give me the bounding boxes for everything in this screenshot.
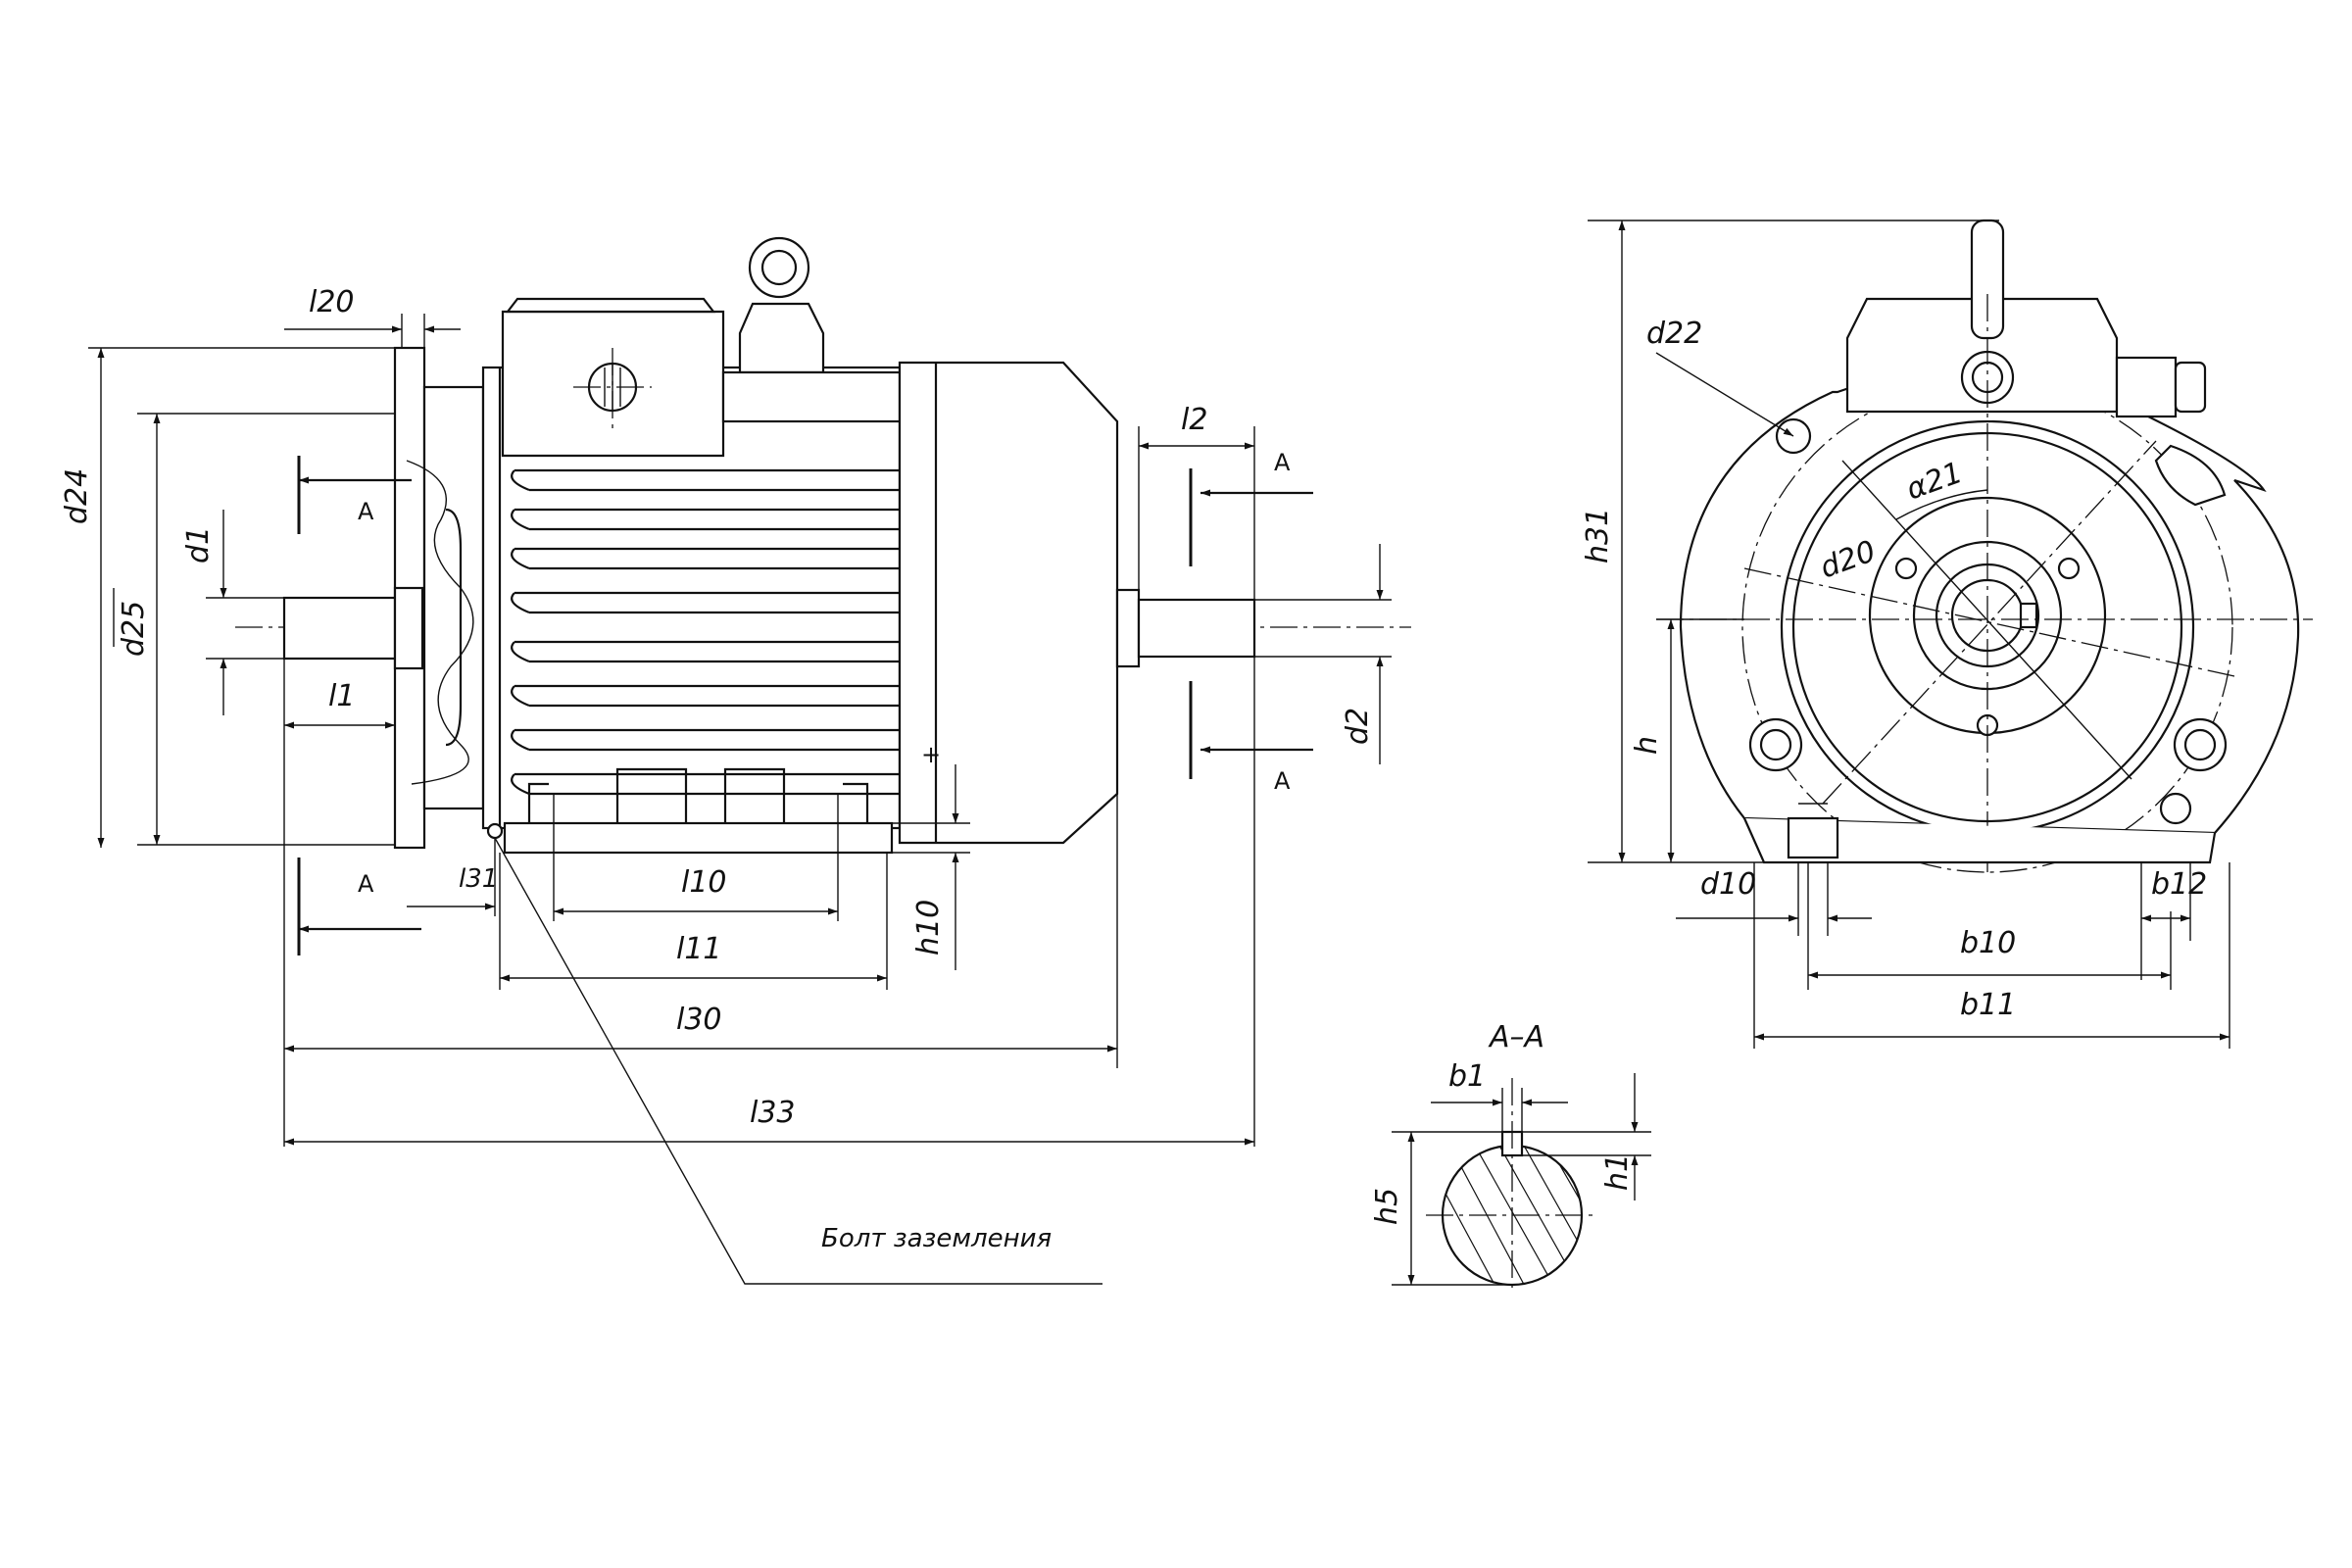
break-line (406, 460, 474, 785)
left-shaft-collar (393, 586, 424, 670)
label-d22: d22 (1646, 317, 1702, 351)
dim-h (1656, 618, 1744, 862)
label-l10: l10 (681, 865, 727, 900)
label-l1: l1 (328, 679, 355, 713)
section-mark-a1: A (358, 498, 374, 525)
dim-l11 (499, 853, 888, 990)
left-shaft (282, 596, 397, 661)
label-b11: b11 (1960, 988, 2016, 1022)
right-shaft (1137, 598, 1256, 659)
dim-b11 (1753, 862, 2230, 1049)
label-d1: d1 (181, 526, 216, 564)
label-h1: h1 (1600, 1153, 1635, 1191)
section-mark-a4: A (1274, 767, 1291, 795)
housing-top-plate (721, 370, 902, 423)
side-gland (2115, 356, 2178, 418)
dim-l2 (1138, 426, 1255, 1147)
section-a-a: A–A b1 h5 (1370, 1020, 1651, 1294)
dim-h5 (1392, 1131, 1512, 1286)
dim-b10 (1807, 862, 2172, 990)
foot-base (503, 821, 894, 855)
label-h10: h10 (911, 900, 946, 956)
bolt-circle (1741, 381, 2233, 873)
label-l30: l30 (676, 1003, 722, 1037)
hub-bolt-1 (1894, 557, 1918, 580)
dim-d25 (137, 413, 395, 846)
label-l31: l31 (459, 864, 498, 894)
dim-d1 (206, 510, 284, 715)
label-h: h (1630, 736, 1664, 755)
label-l11: l11 (676, 932, 722, 966)
dim-h31 (1588, 220, 1999, 863)
label-h31: h31 (1581, 508, 1615, 564)
hub-bolt-2 (2057, 557, 2081, 580)
dim-d2 (1254, 544, 1392, 764)
section-mark-a2: A (358, 870, 374, 898)
right-shaft-collar (1115, 588, 1141, 668)
leader-d20 (1841, 460, 2132, 780)
dim-l1 (283, 659, 395, 1147)
dim-d10 (1676, 862, 1872, 936)
cooling-fins (511, 468, 900, 796)
bearing-cap (445, 508, 463, 747)
label-l2: l2 (1181, 403, 1207, 437)
label-ground-bolt: Болт заземления (821, 1224, 1052, 1253)
section-mark-a3: A (1274, 449, 1291, 476)
label-l20: l20 (309, 285, 355, 319)
angle-a21 (1895, 489, 1988, 520)
bearing-shield (422, 385, 485, 810)
label-d2: d2 (1341, 708, 1375, 745)
foot-ribs (615, 767, 786, 823)
svg-text:+: + (921, 741, 941, 768)
foot-webs (527, 782, 869, 823)
side-view: + A A A A (60, 236, 1411, 1285)
dim-b12 (2140, 862, 2191, 980)
label-l33: l33 (750, 1096, 796, 1130)
section-marks (297, 456, 1313, 956)
dim-h10 (892, 764, 970, 970)
end-foot-bolt (1787, 816, 1839, 859)
label-d10: d10 (1700, 867, 1756, 902)
label-b10: b10 (1960, 926, 2016, 960)
label-section-title: A–A (1488, 1020, 1544, 1054)
label-d24: d24 (60, 468, 94, 524)
label-b1: b1 (1448, 1059, 1486, 1094)
ground-bolt-leader (494, 837, 1102, 1285)
end-view: h31 h d22 α21 d20 d10 b12 (1581, 219, 2313, 1049)
label-d25: d25 (117, 601, 151, 657)
dim-l31 (407, 838, 496, 916)
dim-d24 (88, 347, 395, 848)
lifting-eye (738, 236, 825, 374)
end-feet (1742, 817, 2217, 864)
fan-cowl (898, 361, 1119, 845)
leader-d22 (1655, 352, 1794, 437)
label-h5: h5 (1370, 1188, 1404, 1225)
housing-bolts (1748, 417, 2228, 825)
dim-l20 (284, 314, 461, 348)
dim-h1 (1522, 1073, 1651, 1200)
dim-l10 (553, 853, 839, 921)
terminal-box-lid (505, 297, 716, 314)
ground-bolt (486, 822, 504, 840)
dim-b1 (1431, 1088, 1568, 1137)
dim-l30 (284, 794, 1118, 1068)
label-b12: b12 (2151, 867, 2207, 902)
